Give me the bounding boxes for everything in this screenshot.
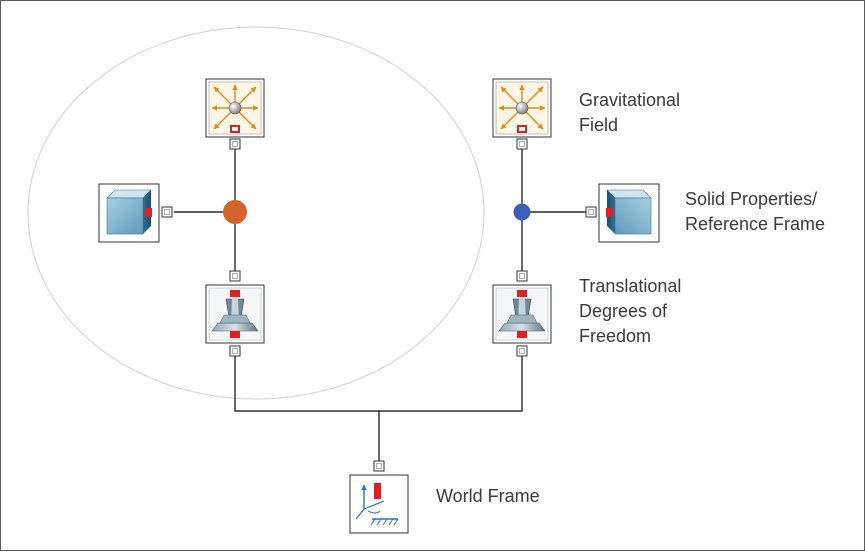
- label-line: Field: [579, 115, 619, 135]
- solid-block-left[interactable]: [98, 183, 160, 243]
- label-line: Solid Properties/: [685, 189, 818, 209]
- connection-node-blue[interactable]: [513, 203, 531, 221]
- world-frame-label: World Frame: [436, 484, 540, 509]
- label-line: Degrees of: [579, 301, 668, 321]
- port[interactable]: [229, 270, 241, 282]
- connection-node-orange[interactable]: [223, 200, 247, 224]
- solid-properties-label: Solid Properties/ Reference Frame: [685, 187, 825, 237]
- grouping-ellipse: [27, 26, 485, 400]
- label-line: Freedom: [579, 326, 652, 346]
- port-marker: [606, 208, 613, 217]
- port[interactable]: [516, 138, 528, 150]
- label-line: Translational: [579, 276, 682, 296]
- port[interactable]: [373, 460, 385, 472]
- port[interactable]: [516, 270, 528, 282]
- port[interactable]: [229, 138, 241, 150]
- gravitational-field-block-left[interactable]: [206, 79, 264, 137]
- port[interactable]: [161, 206, 173, 218]
- port[interactable]: [229, 345, 241, 357]
- world-frame-block[interactable]: [350, 475, 408, 533]
- label-line: Gravitational: [579, 90, 681, 110]
- label-line: World Frame: [436, 486, 540, 506]
- gravitational-field-block-right[interactable]: [493, 79, 551, 137]
- translational-joint-block-right[interactable]: [492, 284, 552, 344]
- port-marker: [145, 208, 152, 217]
- label-line: Reference Frame: [685, 214, 826, 234]
- port[interactable]: [516, 345, 528, 357]
- translational-dof-label: Translational Degrees of Freedom: [579, 274, 681, 349]
- port[interactable]: [585, 206, 597, 218]
- solid-block-right[interactable]: [598, 183, 660, 243]
- translational-joint-block-left[interactable]: [205, 284, 265, 344]
- gravitational-field-label: Gravitational Field: [579, 88, 680, 138]
